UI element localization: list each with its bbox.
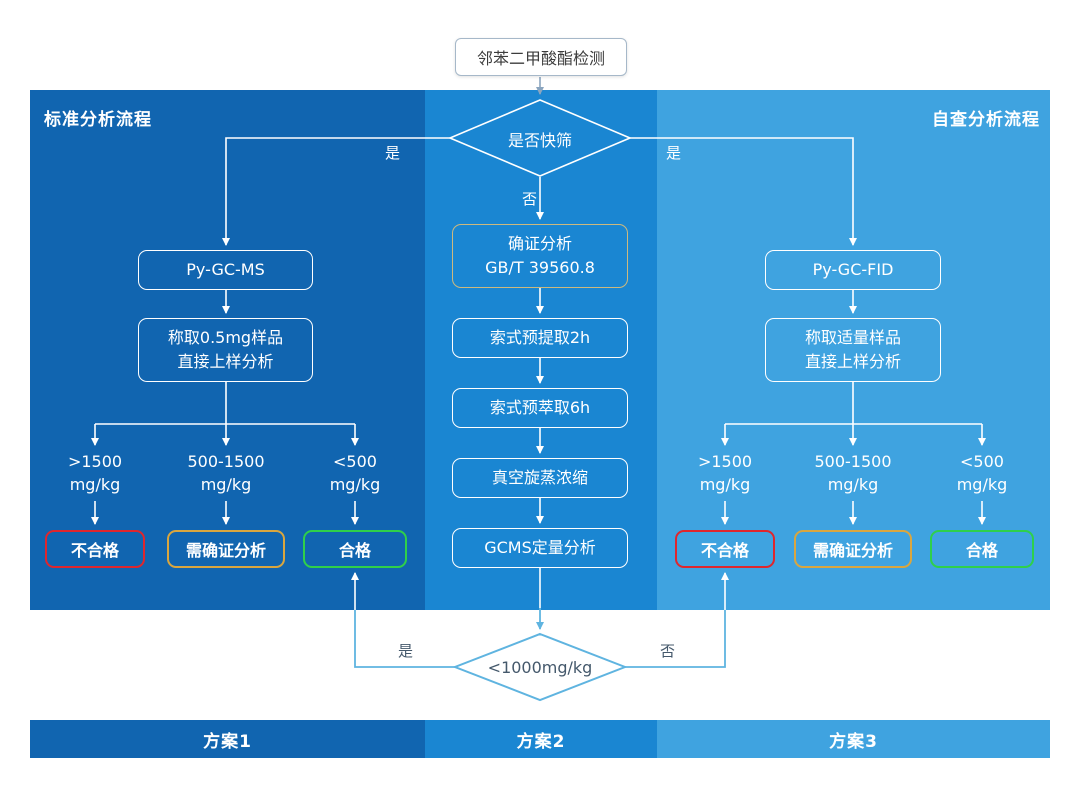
node-weigh-sample-left-line1: 称取0.5mg样品	[167, 328, 284, 347]
branch-yes-right-label: 是	[666, 144, 682, 162]
threshold-value: 500-1500	[814, 452, 892, 471]
node-vacuum-evaporate-label: 真空旋蒸浓缩	[491, 468, 588, 487]
result-pass-left-label: 合格	[338, 541, 371, 560]
result-confirm-left-label: 需确证分析	[185, 541, 266, 560]
threshold-unit: mg/kg	[956, 475, 1008, 494]
node-py-gc-ms: Py-GC-MS	[138, 250, 313, 290]
header-standard-flow: 标准分析流程	[44, 110, 152, 130]
result-confirm-right-label: 需确证分析	[812, 541, 893, 560]
threshold-unit: mg/kg	[200, 475, 252, 494]
footer-plan-2-label: 方案2	[516, 731, 566, 752]
branch-yes-left-label: 是	[385, 144, 401, 162]
threshold-right-high: >1500 mg/kg	[675, 450, 775, 496]
footer-plan-3-label: 方案3	[829, 731, 878, 752]
threshold-left-mid: 500-1500 mg/kg	[176, 450, 276, 496]
result-confirm-right: 需确证分析	[794, 530, 912, 568]
threshold-left-high: >1500 mg/kg	[45, 450, 145, 496]
decision-threshold-label: <1000mg/kg	[487, 658, 593, 677]
node-weigh-sample-left: 称取0.5mg样品 直接上样分析	[138, 318, 313, 382]
node-confirm-analysis-line1: 确证分析	[507, 234, 572, 253]
node-gcms-quantify: GCMS定量分析	[452, 528, 628, 568]
header-selfcheck-flow: 自查分析流程	[932, 110, 1040, 130]
branch-bottom-no-label: 否	[660, 642, 676, 660]
node-weigh-sample-left-line2: 直接上样分析	[177, 352, 274, 371]
start-node: 邻苯二甲酸酯检测	[455, 38, 627, 76]
footer-plan-2: 方案2	[425, 720, 657, 758]
result-fail-right: 不合格	[675, 530, 775, 568]
footer-plan-1: 方案1	[30, 720, 425, 758]
branch-bottom-yes-label: 是	[398, 642, 414, 660]
threshold-value: 500-1500	[187, 452, 265, 471]
node-confirm-analysis: 确证分析 GB/T 39560.8	[452, 224, 628, 288]
threshold-value: >1500	[697, 452, 753, 471]
threshold-unit: mg/kg	[827, 475, 879, 494]
branch-no-label: 否	[522, 190, 538, 208]
threshold-value: >1500	[67, 452, 123, 471]
node-soxhlet-preextract-label: 索式预提取2h	[489, 328, 591, 347]
threshold-value: <500	[333, 452, 377, 471]
decision-rapid-screen-label: 是否快筛	[507, 131, 572, 150]
node-py-gc-ms-label: Py-GC-MS	[186, 260, 265, 279]
result-fail-left: 不合格	[45, 530, 145, 568]
node-confirm-analysis-line2: GB/T 39560.8	[485, 258, 595, 277]
node-weigh-sample-right-line1: 称取适量样品	[804, 328, 901, 347]
threshold-left-low: <500 mg/kg	[305, 450, 405, 496]
result-pass-right-label: 合格	[965, 541, 998, 560]
threshold-unit: mg/kg	[699, 475, 751, 494]
node-soxhlet-preextract: 索式预提取2h	[452, 318, 628, 358]
result-pass-right: 合格	[930, 530, 1034, 568]
node-soxhlet-extract-label: 索式预萃取6h	[489, 398, 591, 417]
result-fail-left-label: 不合格	[70, 541, 119, 560]
node-weigh-sample-right-line2: 直接上样分析	[804, 352, 901, 371]
threshold-unit: mg/kg	[329, 475, 381, 494]
start-node-label: 邻苯二甲酸酯检测	[476, 49, 605, 68]
threshold-right-mid: 500-1500 mg/kg	[803, 450, 903, 496]
threshold-right-low: <500 mg/kg	[932, 450, 1032, 496]
result-fail-right-label: 不合格	[700, 541, 749, 560]
node-py-gc-fid-label: Py-GC-FID	[812, 260, 894, 279]
result-confirm-left: 需确证分析	[167, 530, 285, 568]
result-pass-left: 合格	[303, 530, 407, 568]
threshold-unit: mg/kg	[69, 475, 121, 494]
node-py-gc-fid: Py-GC-FID	[765, 250, 941, 290]
node-soxhlet-extract: 索式预萃取6h	[452, 388, 628, 428]
threshold-value: <500	[960, 452, 1004, 471]
footer-plan-3: 方案3	[657, 720, 1050, 758]
footer-plan-1-label: 方案1	[203, 731, 252, 752]
node-gcms-quantify-label: GCMS定量分析	[484, 538, 596, 557]
node-vacuum-evaporate: 真空旋蒸浓缩	[452, 458, 628, 498]
node-weigh-sample-right: 称取适量样品 直接上样分析	[765, 318, 941, 382]
